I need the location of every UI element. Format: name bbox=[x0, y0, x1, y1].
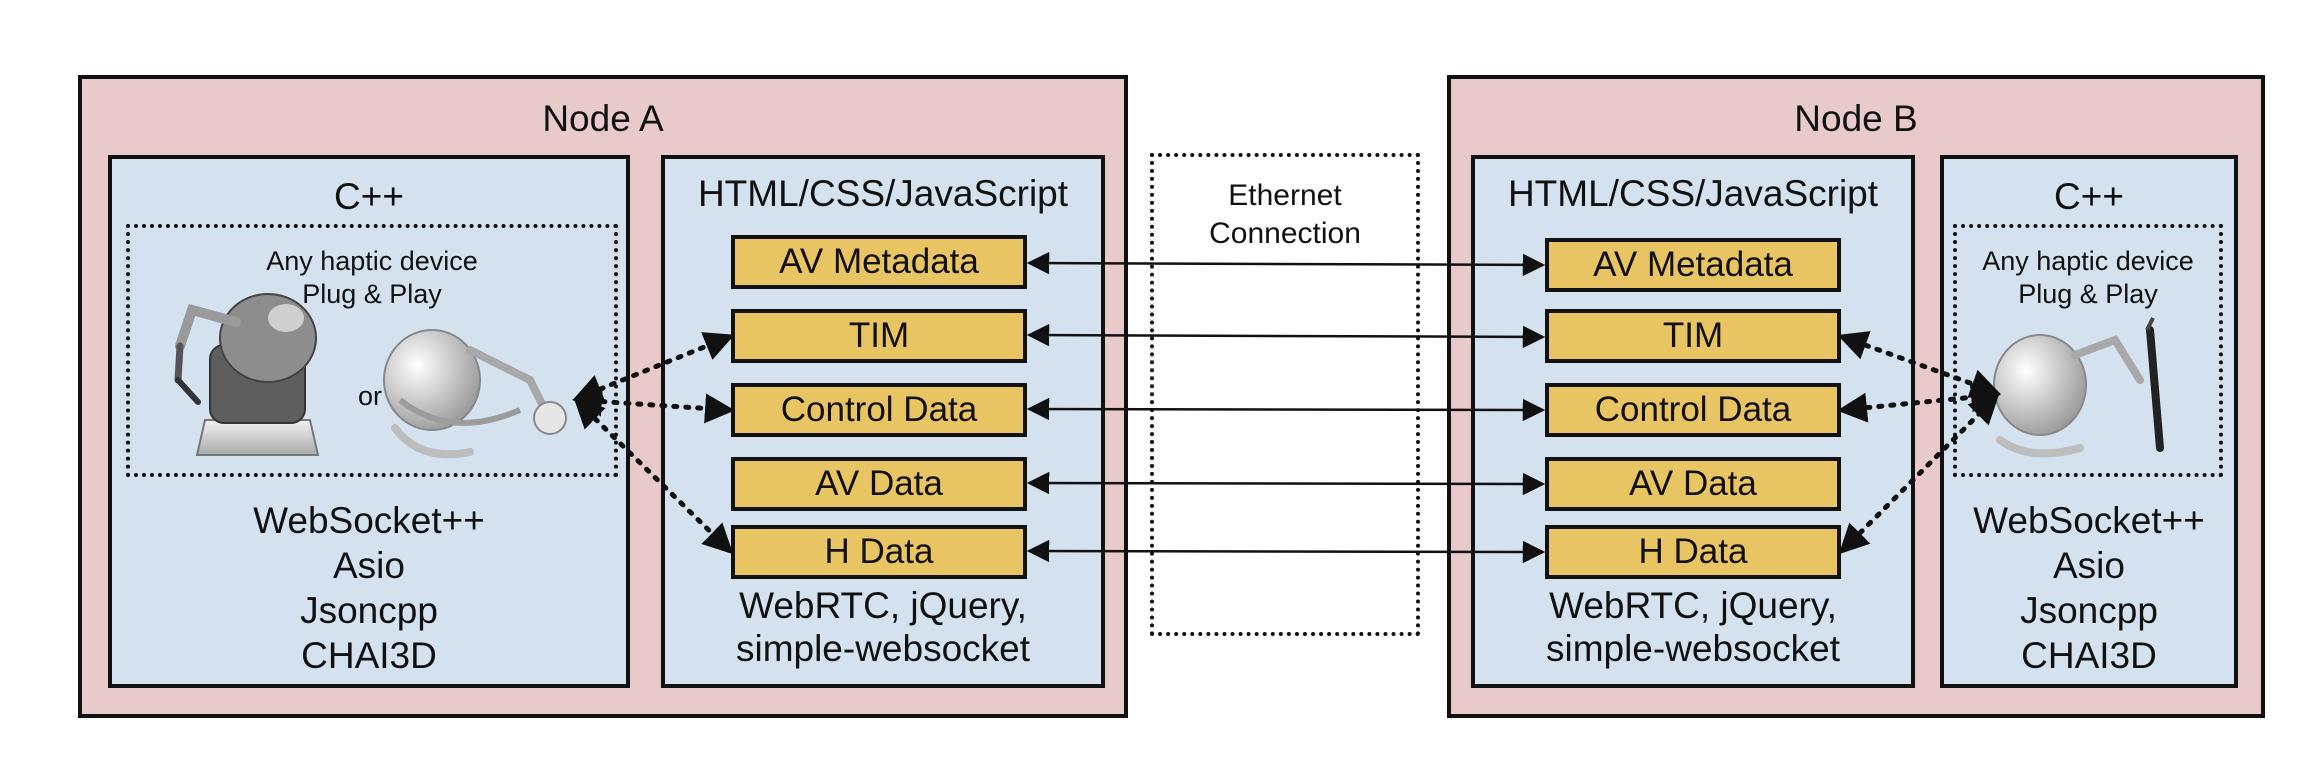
node-b-block-tim: TIM bbox=[1545, 309, 1841, 363]
arrow-b-hdata-device bbox=[1838, 393, 2000, 555]
node-a-block-av-data: AV Data bbox=[731, 457, 1027, 511]
node-b-block-h-data: H Data bbox=[1545, 525, 1841, 579]
connection-label-2: Connection bbox=[1209, 217, 1361, 250]
node-a-lib-asio: Asio bbox=[333, 545, 405, 586]
node-a-web-title: HTML/CSS/JavaScript bbox=[697, 173, 1069, 214]
arrow-a-device-hdata bbox=[573, 397, 734, 555]
node-b-lib-jsoncpp: Jsoncpp bbox=[2020, 590, 2158, 631]
node-b-block-control-data: Control Data bbox=[1545, 383, 1841, 437]
node-a-device-arrows bbox=[572, 332, 735, 555]
node-a-block-control-data: Control Data bbox=[731, 383, 1027, 437]
node-a-block-av-metadata: AV Metadata bbox=[731, 235, 1027, 289]
node-b-web-libs-2: simple-websocket bbox=[1545, 628, 1841, 669]
node-b-device-caption-1: Any haptic device bbox=[1982, 246, 2194, 276]
node-b-block-av-metadata: AV Metadata bbox=[1545, 238, 1841, 292]
haptic-device-desktop-icon bbox=[174, 293, 320, 456]
node-a-block-tim: TIM bbox=[731, 309, 1027, 363]
node-a-web-libs-1: WebRTC, jQuery, bbox=[739, 585, 1027, 626]
node-b-lib-chai3d: CHAI3D bbox=[2021, 635, 2157, 676]
node-b-web-libs-1: WebRTC, jQuery, bbox=[1549, 585, 1837, 626]
haptic-device-stylus-icon bbox=[1993, 317, 2164, 458]
arrow-av-metadata bbox=[1026, 251, 1546, 277]
arrow-a-device-tim bbox=[572, 332, 735, 403]
arrow-b-control-device bbox=[1837, 382, 2001, 423]
node-b-device-caption-2: Plug & Play bbox=[2018, 279, 2158, 309]
arrow-h-data bbox=[1026, 539, 1546, 564]
node-a-device-caption-2: Plug & Play bbox=[302, 279, 442, 309]
ethernet-connection-box bbox=[1150, 153, 1420, 636]
node-b-lib-asio: Asio bbox=[2053, 545, 2125, 586]
haptic-device-omega-icon bbox=[383, 329, 567, 459]
node-a-block-h-data: H Data bbox=[731, 525, 1027, 579]
connection-label-1: Ethernet bbox=[1228, 179, 1342, 212]
node-a-lib-jsoncpp: Jsoncpp bbox=[300, 590, 438, 631]
node-a-web-libs-2: simple-websocket bbox=[735, 628, 1031, 669]
node-b-lib-websocketpp: WebSocket++ bbox=[1973, 500, 2205, 541]
node-a-cpp-title: C++ bbox=[334, 176, 404, 217]
node-b-block-av-data: AV Data bbox=[1545, 457, 1841, 511]
node-a-device-caption-1: Any haptic device bbox=[266, 246, 478, 276]
network-arrows bbox=[1026, 251, 1546, 564]
node-b-web-title: HTML/CSS/JavaScript bbox=[1507, 173, 1879, 214]
arrow-control-data bbox=[1026, 397, 1546, 422]
node-b-cpp-title: C++ bbox=[2054, 176, 2124, 217]
node-b-device-arrows bbox=[1837, 331, 2001, 555]
node-a-lib-websocketpp: WebSocket++ bbox=[253, 500, 485, 541]
node-b-title: Node B bbox=[1794, 98, 1918, 139]
arrow-b-tim-device bbox=[1837, 331, 2001, 398]
node-a-or-label: or bbox=[357, 381, 382, 411]
node-a-title: Node A bbox=[542, 98, 664, 139]
arrow-av-data bbox=[1026, 471, 1546, 496]
node-a-lib-chai3d: CHAI3D bbox=[301, 635, 437, 676]
arrow-tim bbox=[1026, 323, 1546, 349]
arrow-a-device-control bbox=[572, 386, 735, 424]
